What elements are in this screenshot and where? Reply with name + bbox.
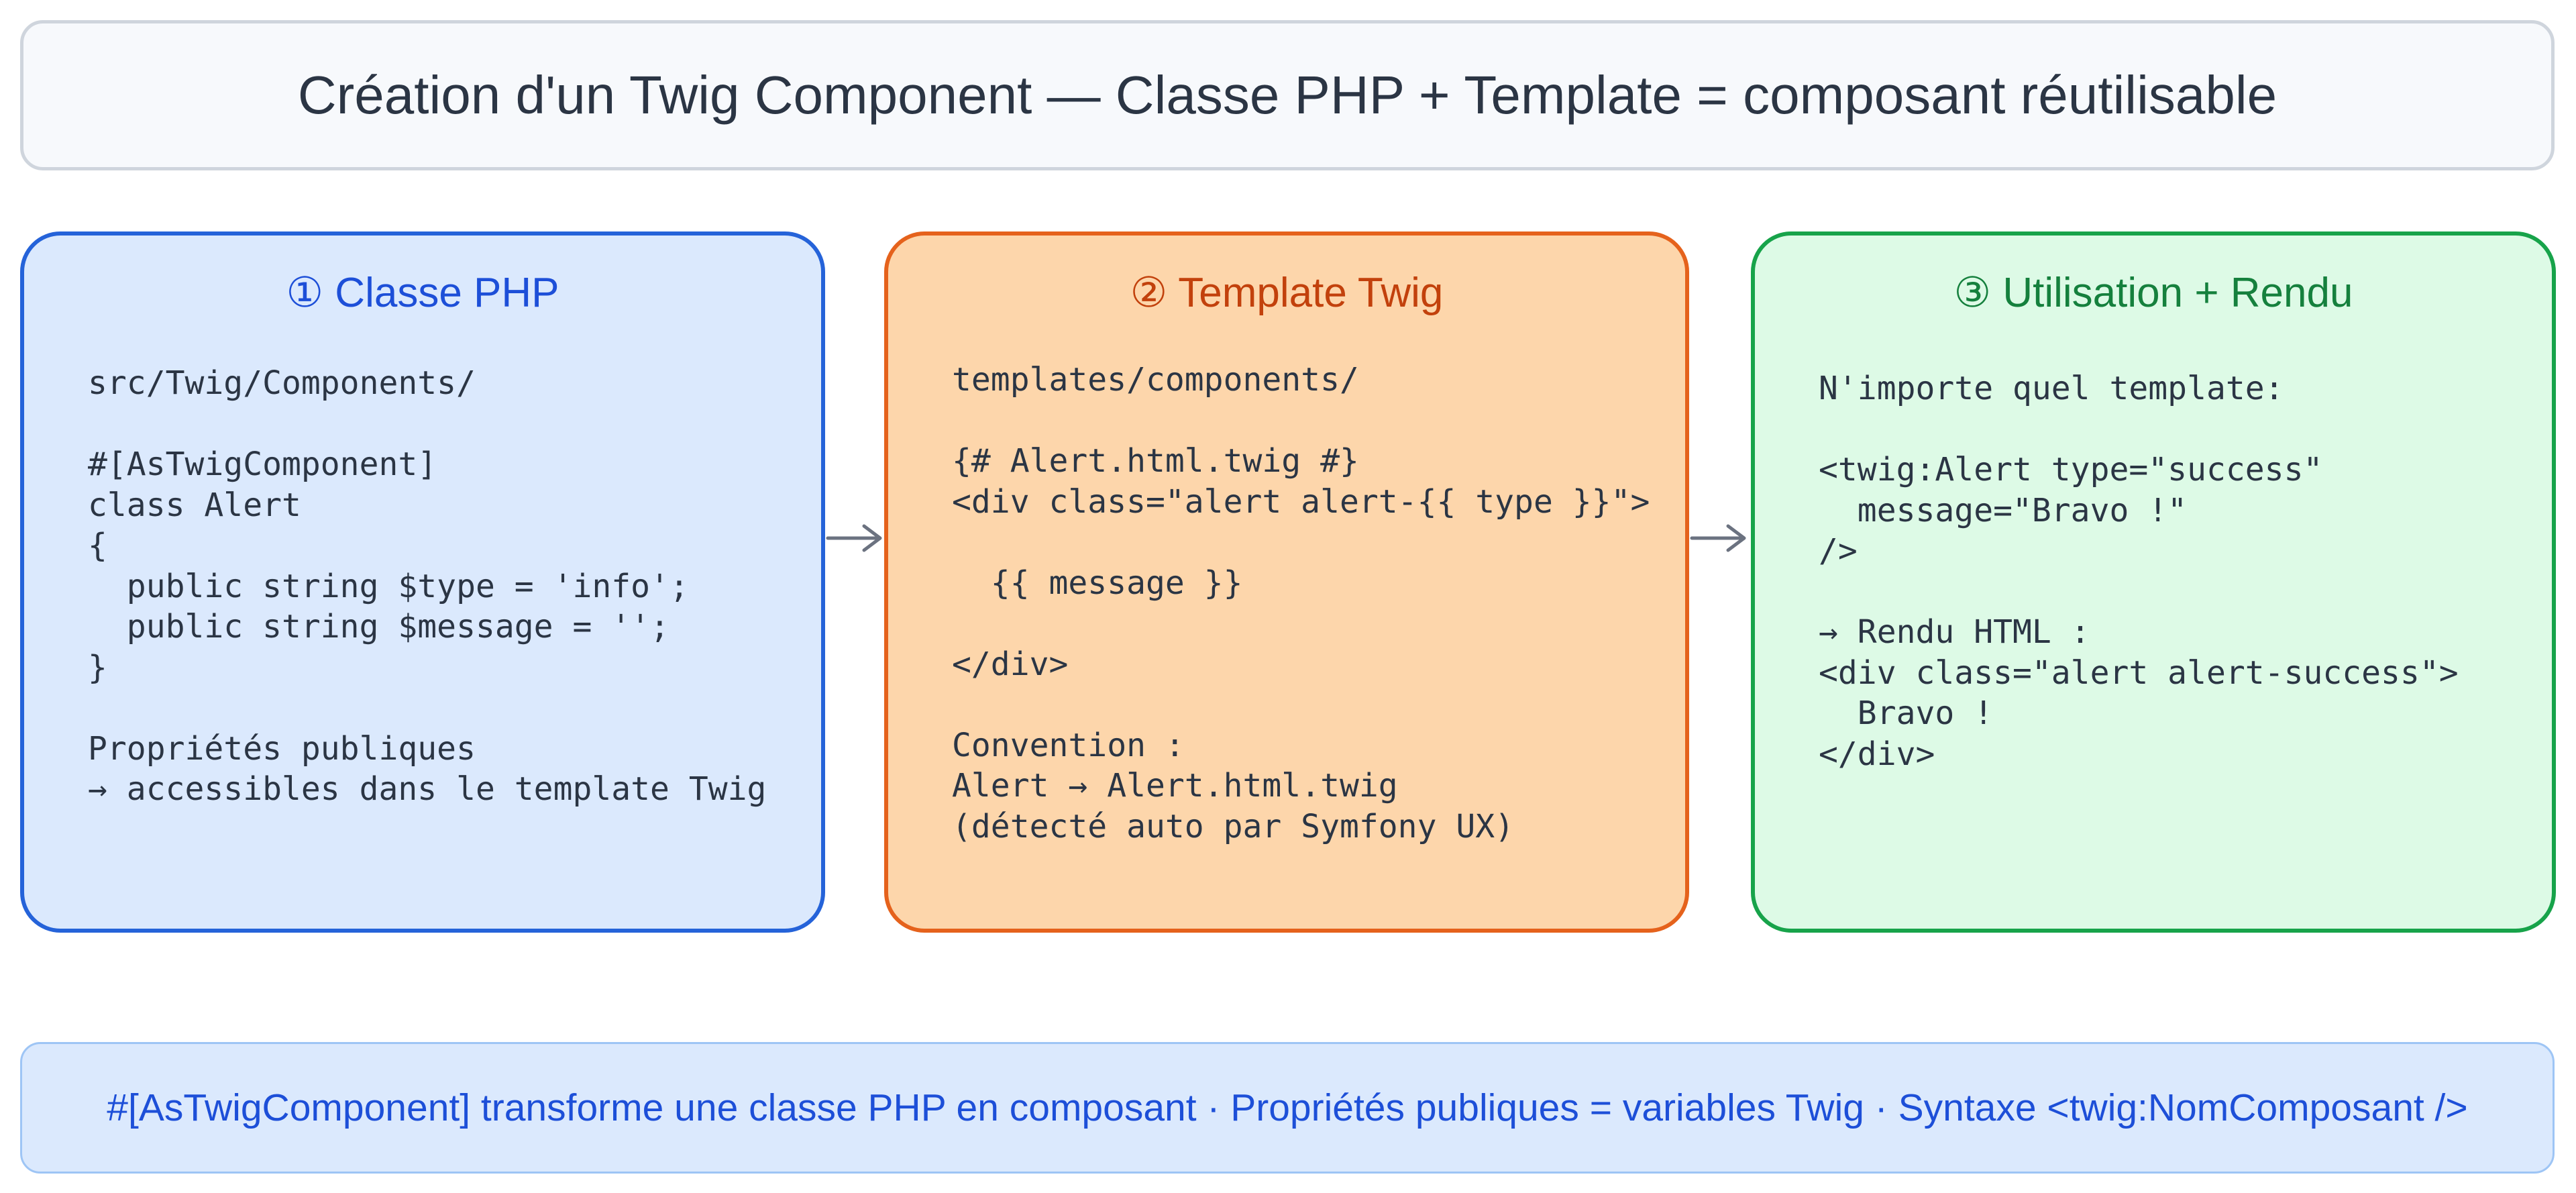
panel-code-usage-render: N'importe quel template: <twig:Alert typ… [1819, 370, 2459, 773]
arrow-right-icon [826, 524, 882, 552]
panel-usage-render: ③ Utilisation + Rendu N'importe quel tem… [1751, 231, 2556, 933]
panel-twig-template: ② Template Twig templates/components/ {#… [884, 231, 1689, 933]
panel-code-twig-template: templates/components/ {# Alert.html.twig… [952, 361, 1650, 845]
panel-title-usage-render: ③ Utilisation + Rendu [1953, 270, 2353, 316]
panel-title-php-class: ① Classe PHP [286, 270, 559, 316]
panel-php-class: ① Classe PHP src/Twig/Components/ #[AsTw… [20, 231, 825, 933]
footer-banner: #[AsTwigComponent] transforme une classe… [20, 1042, 2555, 1174]
arrow-right-icon [1690, 524, 1746, 552]
page-title: Création d'un Twig Component — Classe PH… [297, 65, 2277, 125]
panel-title-twig-template: ② Template Twig [1130, 270, 1444, 316]
footer-summary: #[AsTwigComponent] transforme une classe… [107, 1086, 2468, 1129]
panel-code-php-class: src/Twig/Components/ #[AsTwigComponent] … [88, 364, 767, 808]
title-banner: Création d'un Twig Component — Classe PH… [20, 20, 2555, 170]
